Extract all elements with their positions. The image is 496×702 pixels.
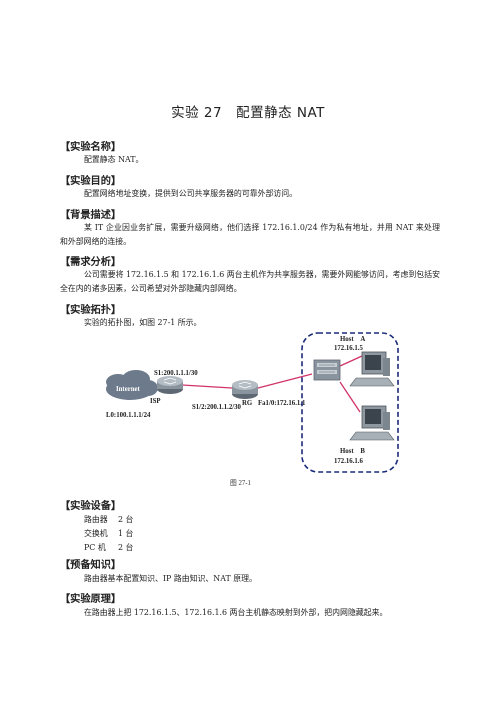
equipment-item: 交换机 1 台 <box>84 527 133 541</box>
s1-label: S1:200.1.1.1/30 <box>154 370 198 377</box>
rg-router-icon <box>232 380 258 399</box>
equipment-item: PC 机 2 台 <box>84 541 133 555</box>
link-host-a <box>339 355 363 367</box>
internet-label: Internet <box>116 386 141 393</box>
internet-cloud-icon <box>106 370 158 400</box>
equipment-item: 路由器 2 台 <box>84 513 133 527</box>
text-needs: 公司需要将 172.16.1.5 和 172.16.1.6 两台主机作为共享服务… <box>60 270 440 293</box>
switch-icon <box>313 359 341 381</box>
heading-principle: 【实验原理】 <box>60 594 122 605</box>
heading-name: 【实验名称】 <box>60 142 122 153</box>
text-topology: 实验的拓扑图，如图 27-1 所示。 <box>84 318 202 327</box>
equipment-qty: 2 台 <box>118 515 134 524</box>
rg-label: RG <box>242 400 253 407</box>
text-purpose: 配置网络地址变换，提供到公司共享服务器的可靠外部访问。 <box>84 189 298 198</box>
text-principle: 在路由器上把 172.16.1.5、172.16.1.6 两台主机静态映射到外部… <box>84 608 388 617</box>
heading-purpose: 【实验目的】 <box>60 176 122 187</box>
host-group-box <box>301 332 399 473</box>
text-name: 配置静态 NAT。 <box>84 155 144 164</box>
host-a-name: Host A <box>340 336 365 343</box>
equipment-name: 交换机 <box>84 529 108 538</box>
link-host-b <box>339 381 361 413</box>
equipment-name: PC 机 <box>84 543 106 552</box>
heading-prereq: 【预备知识】 <box>60 560 122 571</box>
fa-label: Fa1/0:172.16.1.1 <box>258 400 306 407</box>
equipment-qty: 2 台 <box>118 543 134 552</box>
fa-link <box>257 373 313 389</box>
host-a-ip: 172.16.1.5 <box>334 345 363 352</box>
s12-label: S1/2:200.1.1.2/30 <box>192 404 242 411</box>
heading-equipment: 【实验设备】 <box>60 501 122 512</box>
isp-router-icon <box>157 376 183 394</box>
host-b-pc-icon <box>349 405 395 441</box>
heading-topology: 【实验拓扑】 <box>60 305 122 316</box>
figure-caption: 图 27-1 <box>230 479 251 487</box>
host-b-ip: 172.16.1.6 <box>334 458 363 465</box>
heading-needs: 【需求分析】 <box>60 257 122 268</box>
equipment-name: 路由器 <box>84 515 108 524</box>
equipment-qty: 1 台 <box>118 529 134 538</box>
text-background: 某 IT 企业因业务扩展，需要升级网络，他们选择 172.16.1.0/24 作… <box>60 223 440 246</box>
serial-link <box>181 384 233 389</box>
l0-label: L0:100.1.1.1/24 <box>106 412 151 419</box>
isp-label: ISP <box>150 398 161 405</box>
host-a-pc-icon <box>349 351 395 387</box>
page-title: 实验 27 配置静态 NAT <box>171 105 325 121</box>
host-b-name: Host B <box>340 448 365 455</box>
text-prereq: 路由器基本配置知识、IP 路由知识、NAT 原理。 <box>84 574 257 583</box>
heading-background: 【背景描述】 <box>60 210 122 221</box>
